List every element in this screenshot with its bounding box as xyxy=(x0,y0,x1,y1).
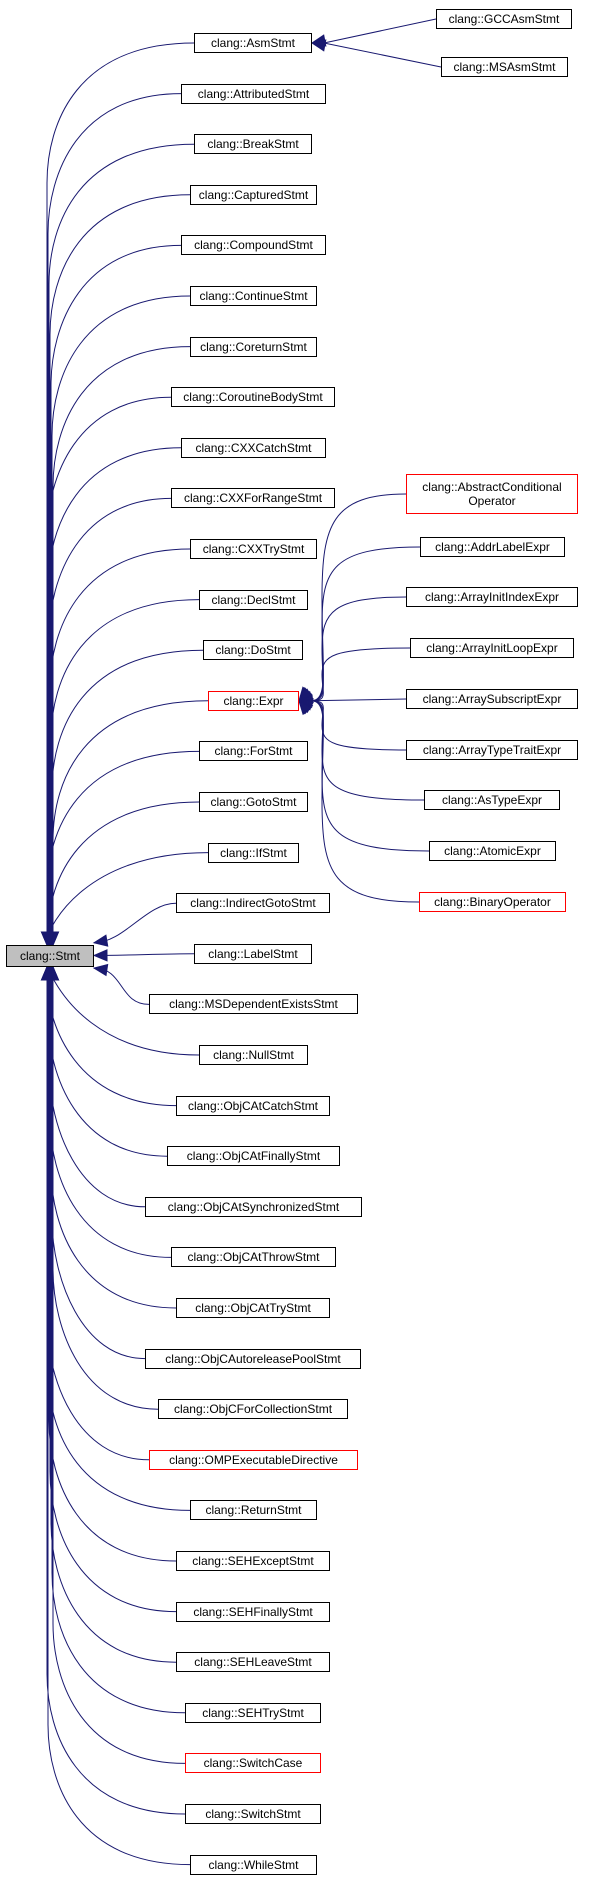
edge-stmt-child xyxy=(50,599,200,933)
edge-stmt-child xyxy=(52,346,191,933)
edge-stmt-child xyxy=(49,979,177,1613)
node-omp-executable-directive[interactable]: clang::OMPExecutableDirective xyxy=(149,1449,358,1470)
edge-arrowhead xyxy=(92,934,109,947)
node-seh-try-stmt[interactable]: clang::SEHTryStmt xyxy=(185,1702,321,1723)
node-addr-label-expr[interactable]: clang::AddrLabelExpr xyxy=(420,537,565,557)
edge-asmstmt-child xyxy=(323,42,442,68)
node-cxx-try-stmt[interactable]: clang::CXXTryStmt xyxy=(190,539,317,559)
edge-stmt-child xyxy=(52,979,159,1410)
edge-arrowhead xyxy=(42,931,56,947)
node-null-stmt[interactable]: clang::NullStmt xyxy=(199,1045,308,1065)
node-obj-c-for-collection-stmt[interactable]: clang::ObjCForCollectionStmt xyxy=(158,1399,348,1420)
node-array-init-index-expr[interactable]: clang::ArrayInitIndexExpr xyxy=(406,587,578,607)
edge-stmt-child xyxy=(48,497,172,933)
edge-stmt-child xyxy=(47,801,200,934)
edge-expr-child xyxy=(310,700,430,852)
edge-stmt-child xyxy=(47,979,191,1866)
node-expr[interactable]: clang::Expr xyxy=(208,690,299,711)
node-atomic-expr[interactable]: clang::AtomicExpr xyxy=(429,841,556,861)
edge-stmt-child xyxy=(51,649,204,933)
node-decl-stmt[interactable]: clang::DeclStmt xyxy=(199,589,308,610)
edge-stmt-child xyxy=(50,979,177,1309)
edge-expr-child xyxy=(310,493,407,702)
edge-stmt-child xyxy=(51,295,191,933)
edge-stmt-child xyxy=(52,978,200,1056)
edge-stmt-child xyxy=(46,979,186,1815)
edge-stmt-child xyxy=(46,396,172,933)
edge-stmt-child xyxy=(46,979,150,1461)
node-ms-asm-stmt[interactable]: clang::MSAsmStmt xyxy=(441,57,568,77)
node-obj-c-autorelease-pool-stmt[interactable]: clang::ObjCAutoreleasePoolStmt xyxy=(145,1348,361,1369)
edge-arrowhead xyxy=(92,963,109,977)
node-cxx-catch-stmt[interactable]: clang::CXXCatchStmt xyxy=(181,437,326,458)
node-cxx-for-range-stmt[interactable]: clang::CXXForRangeStmt xyxy=(171,488,335,509)
edge-arrowhead xyxy=(92,949,108,962)
edge-stmt-child xyxy=(52,979,186,1764)
edge-expr-child xyxy=(310,700,420,903)
node-seh-finally-stmt[interactable]: clang::SEHFinallyStmt xyxy=(176,1601,330,1622)
node-goto-stmt[interactable]: clang::GotoStmt xyxy=(199,792,308,812)
edge-stmt-child xyxy=(49,548,191,933)
edge-stmt-child xyxy=(48,979,146,1208)
edge-stmt-child xyxy=(52,700,209,933)
node-attributed-stmt[interactable]: clang::AttributedStmt xyxy=(181,83,326,104)
edge-arrowhead xyxy=(298,699,313,716)
edge-stmt-child xyxy=(47,93,182,933)
node-array-type-trait-expr[interactable]: clang::ArrayTypeTraitExpr xyxy=(406,740,578,760)
edge-expr-child xyxy=(310,596,407,702)
edge-stmt-child xyxy=(48,852,209,934)
node-coroutine-body-stmt[interactable]: clang::CoroutineBodyStmt xyxy=(171,387,335,408)
edge-asmstmt-child xyxy=(323,18,437,44)
node-label-stmt[interactable]: clang::LabelStmt xyxy=(194,943,312,964)
node-ms-dependent-exists-stmt[interactable]: clang::MSDependentExistsStmt xyxy=(149,994,358,1015)
node-switch-case[interactable]: clang::SwitchCase xyxy=(185,1753,321,1774)
edge-stmt-child xyxy=(50,244,182,933)
node-array-init-loop-expr[interactable]: clang::ArrayInitLoopExpr xyxy=(410,638,574,658)
edge-arrowhead xyxy=(41,965,55,981)
edge-stmt-child xyxy=(49,194,191,933)
edge-expr-child xyxy=(310,698,407,702)
node-seh-except-stmt[interactable]: clang::SEHExceptStmt xyxy=(176,1551,330,1571)
edge-stmt-child xyxy=(48,979,177,1562)
edge-expr-child xyxy=(310,546,421,702)
node-stmt-root: clang::Stmt xyxy=(6,945,94,967)
node-as-type-expr[interactable]: clang::AsTypeExpr xyxy=(424,790,560,810)
edge-stmt-child xyxy=(51,979,146,1360)
node-break-stmt[interactable]: clang::BreakStmt xyxy=(194,134,312,155)
node-obj-c-at-finally-stmt[interactable]: clang::ObjCAtFinallyStmt xyxy=(167,1146,340,1167)
node-asm-stmt[interactable]: clang::AsmStmt xyxy=(194,33,312,53)
node-coreturn-stmt[interactable]: clang::CoreturnStmt xyxy=(190,336,317,357)
edge-arrowhead xyxy=(310,39,327,52)
node-indirect-goto-stmt[interactable]: clang::IndirectGotoStmt xyxy=(176,893,330,914)
edge-expr-child xyxy=(310,700,407,751)
edge-stmt-child xyxy=(46,750,200,933)
node-binary-operator[interactable]: clang::BinaryOperator xyxy=(419,892,566,912)
node-continue-stmt[interactable]: clang::ContinueStmt xyxy=(190,286,317,306)
node-gcc-asm-stmt[interactable]: clang::GCCAsmStmt xyxy=(436,9,572,29)
node-switch-stmt[interactable]: clang::SwitchStmt xyxy=(185,1804,321,1824)
edge-stmt-child xyxy=(47,979,191,1511)
node-abstract-conditional-operator[interactable]: clang::AbstractConditional Operator xyxy=(406,474,578,514)
node-while-stmt[interactable]: clang::WhileStmt xyxy=(190,1854,317,1875)
node-for-stmt[interactable]: clang::ForStmt xyxy=(199,741,308,762)
edge-stmt-child xyxy=(47,447,182,933)
node-seh-leave-stmt[interactable]: clang::SEHLeaveStmt xyxy=(176,1652,330,1673)
edge-stmt-child xyxy=(46,42,195,933)
node-obj-c-at-throw-stmt[interactable]: clang::ObjCAtThrowStmt xyxy=(171,1247,336,1268)
edge-stmt-child xyxy=(51,979,186,1714)
node-compound-stmt[interactable]: clang::CompoundStmt xyxy=(181,235,326,256)
node-obj-c-at-synchronized-stmt[interactable]: clang::ObjCAtSynchronizedStmt xyxy=(145,1196,362,1217)
node-captured-stmt[interactable]: clang::CapturedStmt xyxy=(190,184,317,205)
edge-expr-child xyxy=(310,647,411,702)
edge-stmt-child xyxy=(93,953,195,956)
node-obj-c-at-catch-stmt[interactable]: clang::ObjCAtCatchStmt xyxy=(176,1095,330,1116)
node-obj-c-at-try-stmt[interactable]: clang::ObjCAtTryStmt xyxy=(176,1298,330,1318)
node-if-stmt[interactable]: clang::IfStmt xyxy=(208,842,299,863)
node-return-stmt[interactable]: clang::ReturnStmt xyxy=(190,1500,317,1521)
node-array-subscript-expr[interactable]: clang::ArraySubscriptExpr xyxy=(406,689,578,709)
edge-stmt-child xyxy=(48,143,195,933)
node-do-stmt[interactable]: clang::DoStmt xyxy=(203,640,303,661)
